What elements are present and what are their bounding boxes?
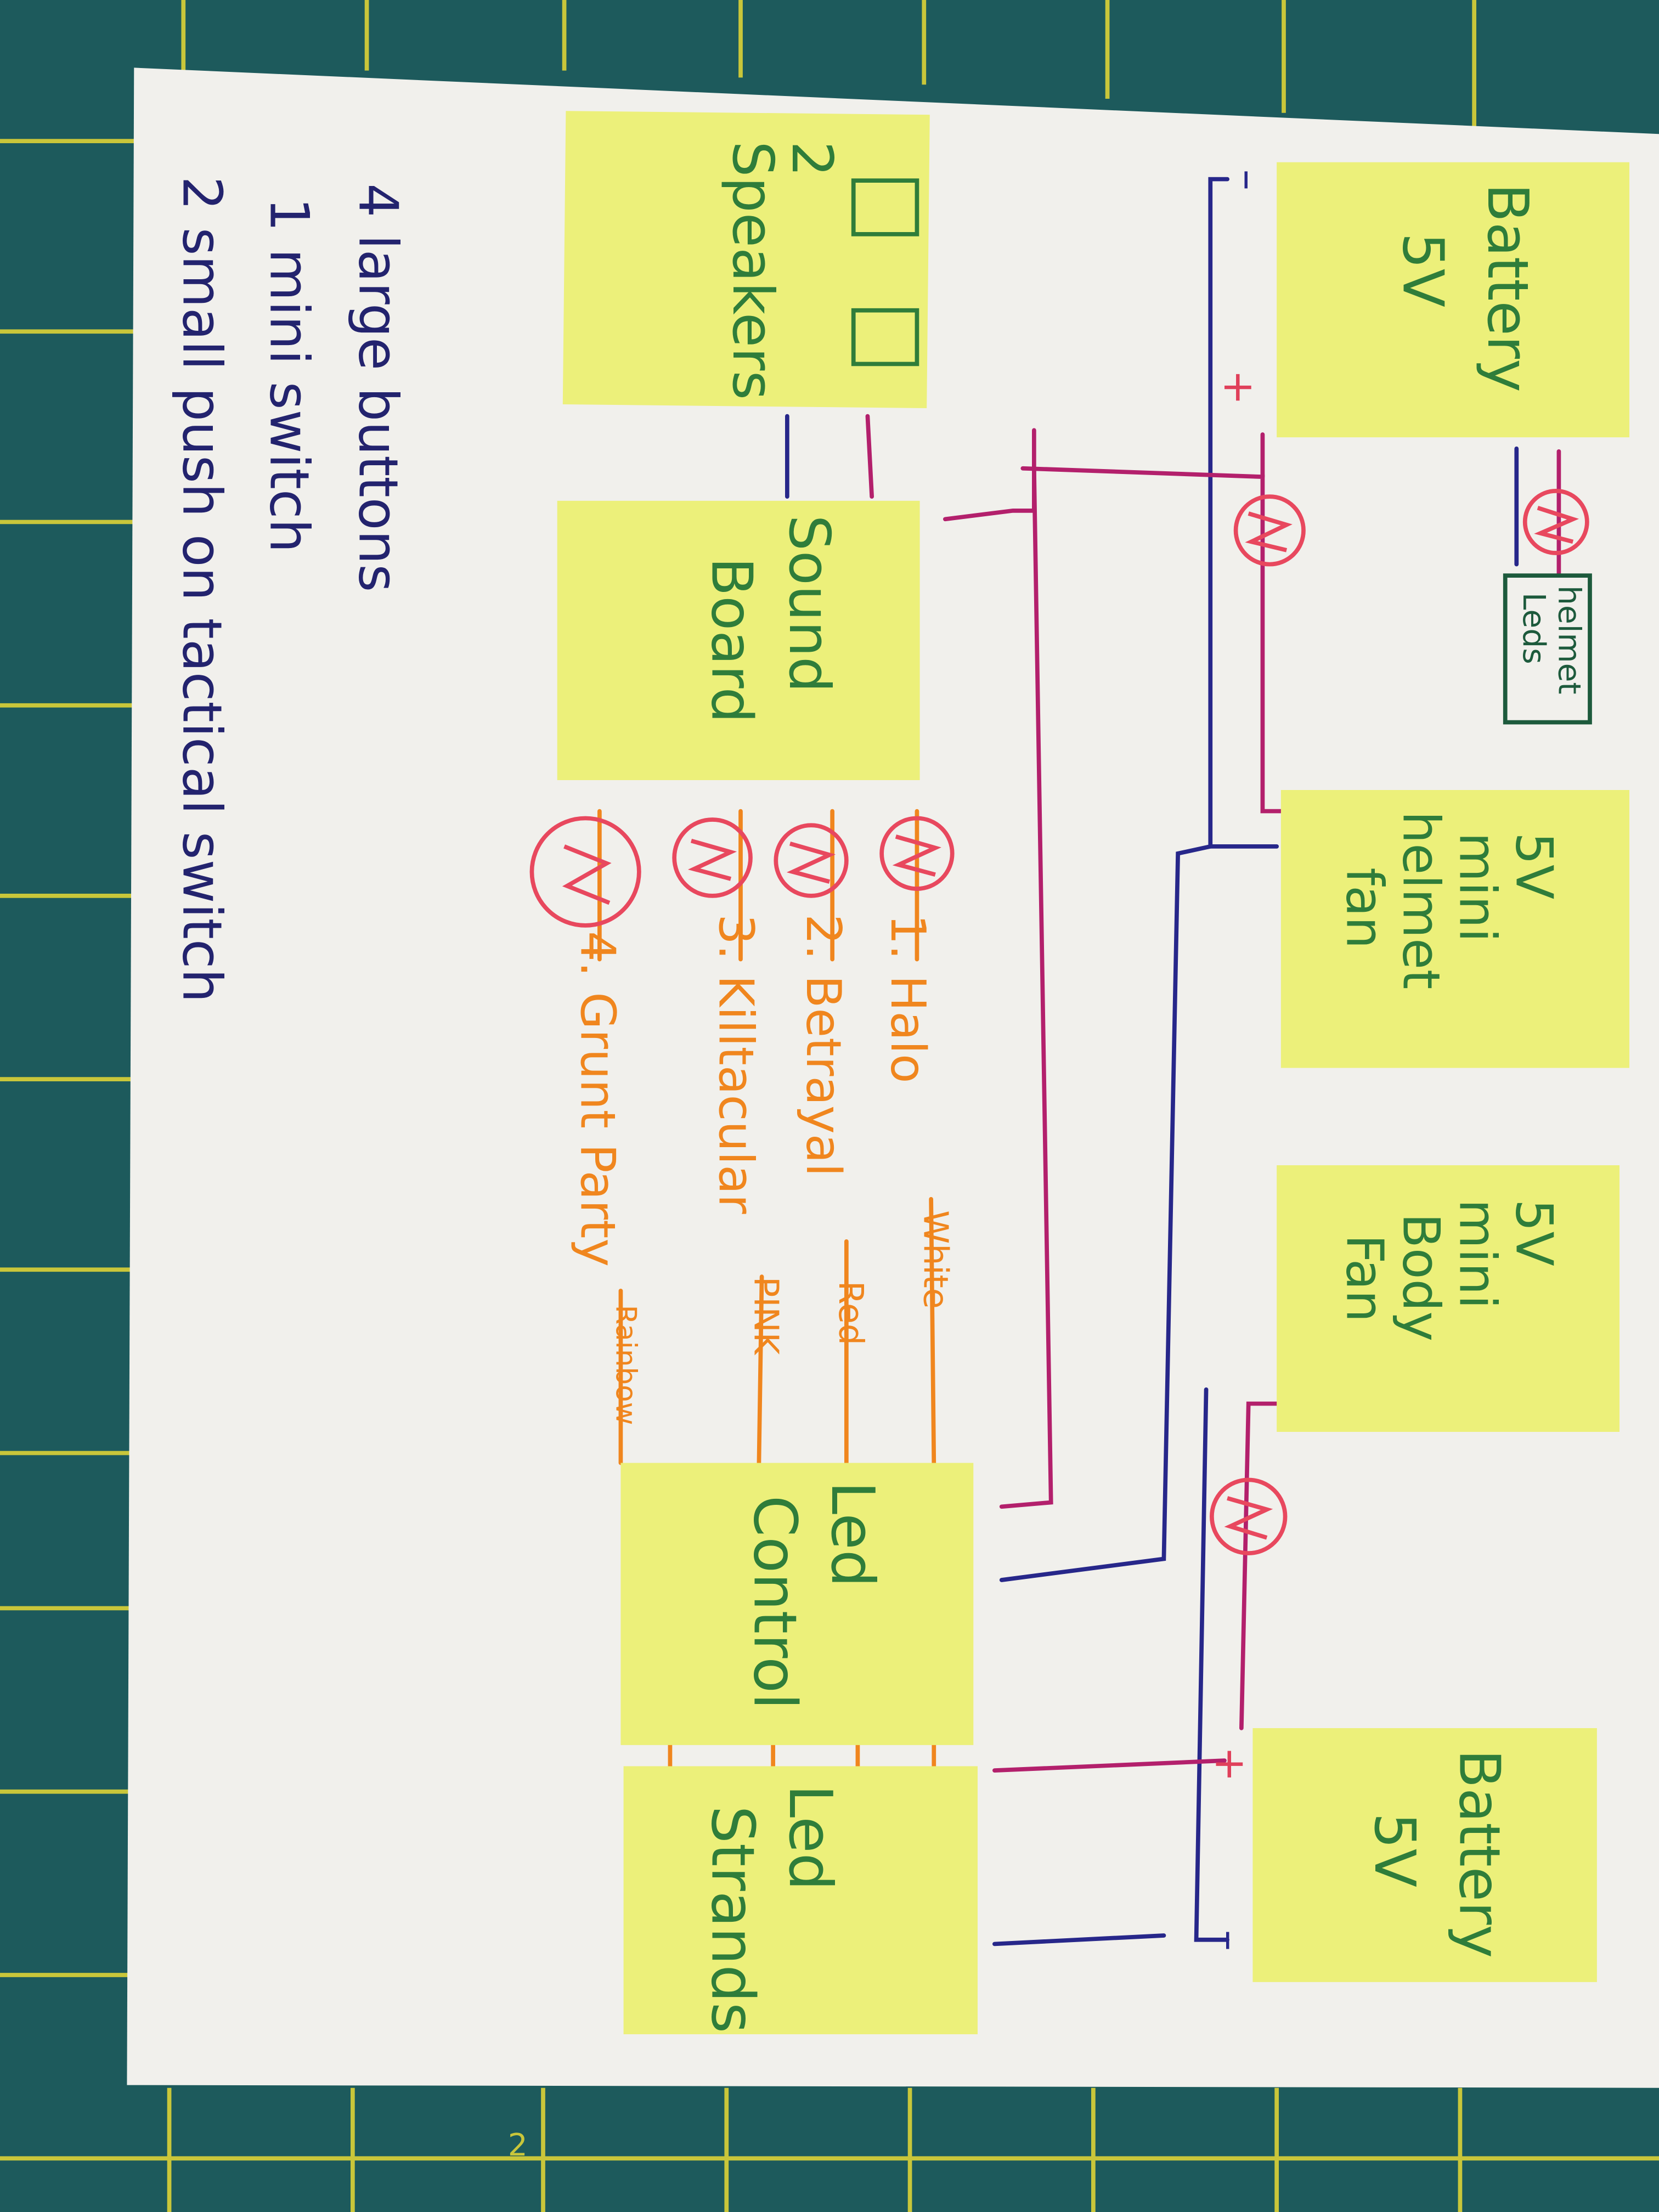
button-4-color: Rainbow bbox=[610, 1305, 642, 1425]
parts-list-item: 1 mini switch bbox=[258, 198, 320, 553]
helmet-leds-box: helmet Leds bbox=[1503, 573, 1592, 725]
svg-text:Led: Led bbox=[818, 1481, 887, 1587]
parts-list-item: 4 large buttons bbox=[347, 183, 409, 592]
button-1-label: 1. Halo bbox=[880, 914, 936, 1083]
note-sound-board: Sound Board bbox=[557, 500, 920, 780]
speaker-square-icon bbox=[851, 178, 919, 236]
svg-text:Control: Control bbox=[741, 1496, 809, 1709]
svg-text:Battery: Battery bbox=[1446, 1750, 1511, 1959]
battery-top-minus: – bbox=[1224, 170, 1273, 191]
button-4-label: 4. Grunt Party bbox=[569, 931, 625, 1267]
button-4-switch-icon bbox=[529, 816, 641, 928]
svg-text:Sound: Sound bbox=[776, 515, 842, 693]
svg-text:2: 2 bbox=[779, 141, 844, 177]
button-2-switch-icon bbox=[774, 823, 849, 898]
svg-text:Fan: Fan bbox=[1335, 1234, 1395, 1322]
button-3-color: PINK bbox=[747, 1277, 786, 1356]
svg-text:5V: 5V bbox=[1504, 1199, 1564, 1266]
led-signal-wires bbox=[618, 1197, 936, 1465]
negative-wire-bottom bbox=[1194, 1387, 1229, 1942]
paper-sheet bbox=[127, 67, 1659, 2088]
negative-wire-top bbox=[999, 177, 1229, 1582]
positive-wire-top bbox=[1020, 466, 1293, 814]
svg-text:Battery: Battery bbox=[1475, 183, 1540, 392]
note-body-fan: 5V mini Body Fan bbox=[1277, 1165, 1620, 1432]
battery-bottom-minus: – bbox=[1206, 1930, 1255, 1951]
svg-text:mini: mini bbox=[1448, 832, 1507, 942]
svg-text:Body: Body bbox=[1392, 1213, 1451, 1341]
svg-text:Speakers: Speakers bbox=[720, 141, 785, 400]
svg-text:5V: 5V bbox=[1390, 233, 1455, 307]
parts-list: 4 large buttons 1 mini switch 2 small pu… bbox=[170, 176, 409, 1002]
svg-text:5V: 5V bbox=[1504, 832, 1564, 899]
svg-text:Board: Board bbox=[699, 557, 764, 723]
button-3-label: 3. Killtacular bbox=[708, 914, 764, 1214]
positive-wire-bottom bbox=[1239, 1401, 1279, 1730]
body-fan-switch-icon bbox=[1210, 1477, 1288, 1556]
svg-text:5V: 5V bbox=[1362, 1813, 1427, 1887]
battery-bottom-plus: + bbox=[1206, 1746, 1255, 1782]
note-battery-top: Battery 5V bbox=[1277, 162, 1629, 438]
battery-top-plus: + bbox=[1214, 370, 1263, 405]
button-1-switch-icon bbox=[879, 816, 955, 891]
polarity-marks: + – + – bbox=[1206, 170, 1273, 1951]
helmet-fan-switch-icon bbox=[1233, 494, 1306, 567]
svg-text:Led: Led bbox=[776, 1785, 844, 1891]
speaker-positive-wire bbox=[865, 414, 874, 499]
button-2-label: 2. Betrayal bbox=[795, 914, 851, 1176]
parts-list-item: 2 small push on tactical switch bbox=[170, 176, 233, 1002]
svg-text:helmet: helmet bbox=[1392, 811, 1451, 990]
speaker-square-icon bbox=[851, 308, 919, 366]
svg-text:Leds: Leds bbox=[1516, 592, 1552, 664]
button-3-switch-icon bbox=[672, 817, 753, 898]
note-battery-bottom: Battery 5V bbox=[1252, 1728, 1597, 1982]
button-list: 1. Halo 2. Betrayal 3. Killtacular 4. Gr… bbox=[569, 914, 955, 1425]
wires bbox=[597, 177, 1561, 1946]
helmet-leds-switch-icon bbox=[1522, 489, 1589, 555]
button-2-color: Red bbox=[831, 1281, 871, 1345]
note-speakers: 2 Speakers bbox=[562, 111, 930, 409]
switch-symbols bbox=[529, 489, 1589, 1556]
svg-text:fan: fan bbox=[1335, 867, 1395, 949]
svg-text:Strands: Strands bbox=[698, 1805, 767, 2033]
svg-text:helmet: helmet bbox=[1551, 585, 1587, 694]
note-led-control: Led Control bbox=[620, 1463, 974, 1745]
note-led-strands: Led Strands bbox=[623, 1766, 978, 2034]
mat-marking: 2 bbox=[508, 2127, 528, 2163]
button-1-color: White bbox=[916, 1210, 955, 1308]
svg-text:mini: mini bbox=[1448, 1199, 1507, 1309]
note-helmet-fan: 5V mini helmet fan bbox=[1280, 790, 1629, 1068]
